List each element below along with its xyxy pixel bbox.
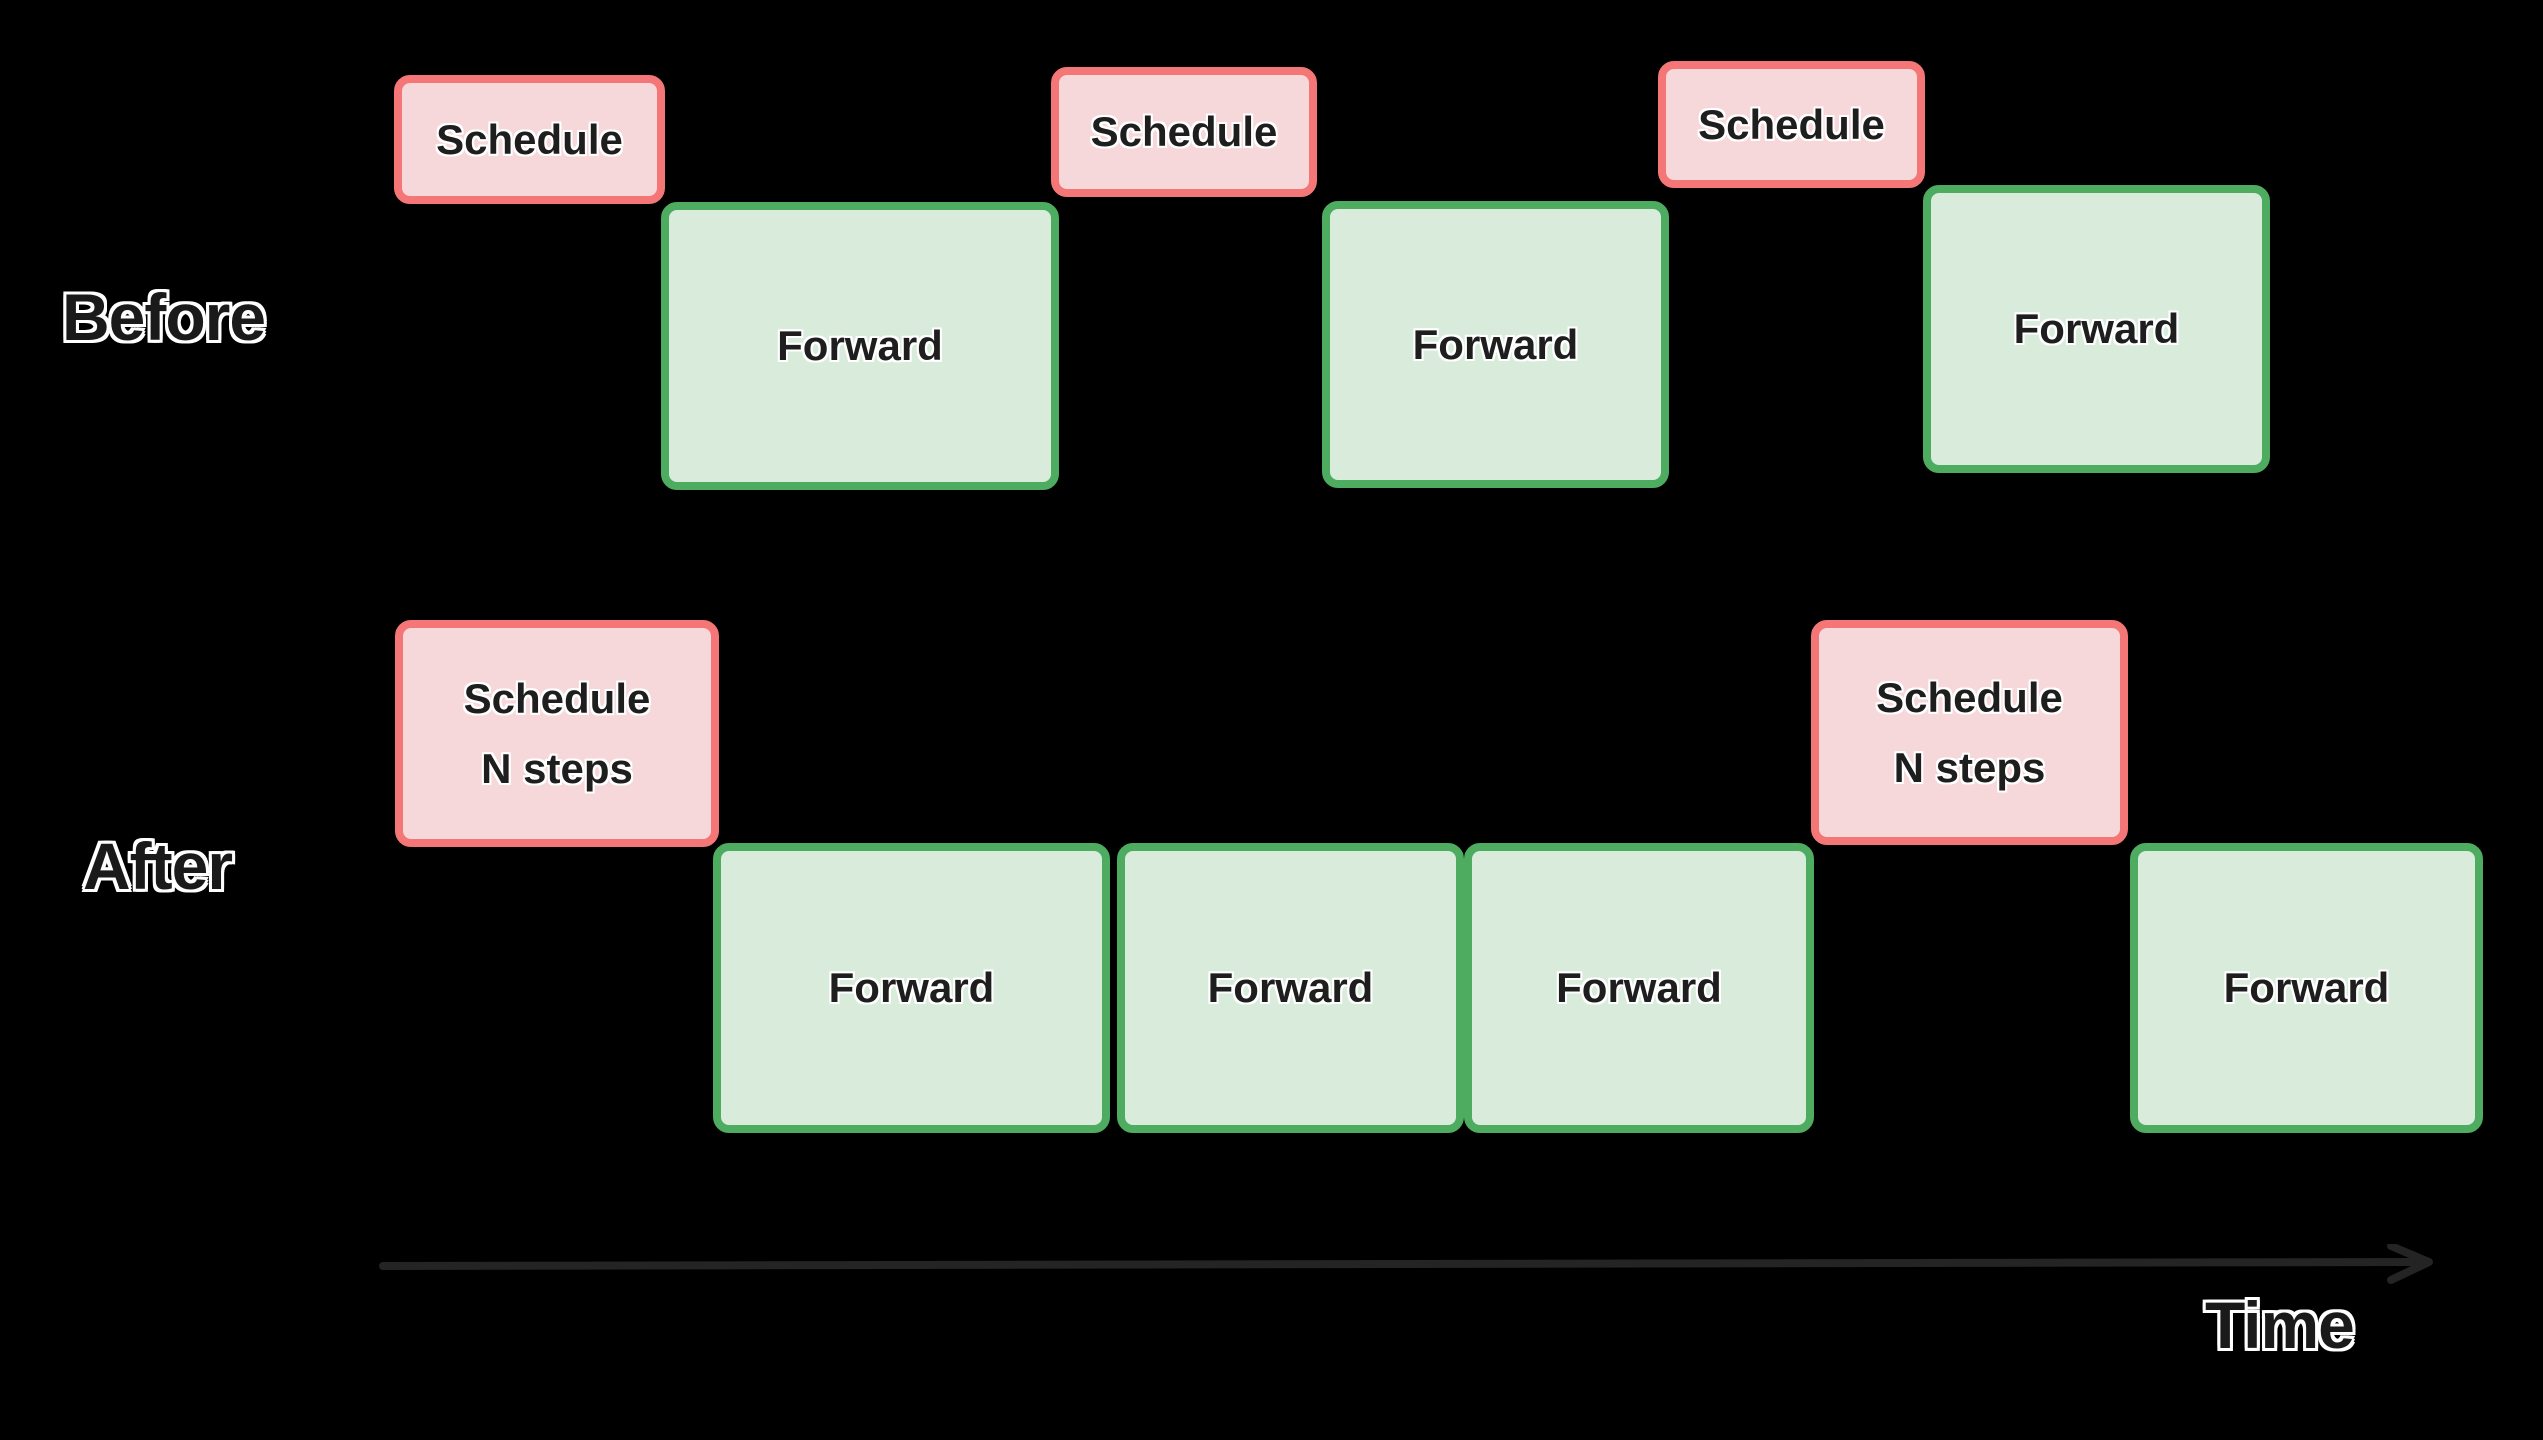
schedule-box-label-line2: N steps bbox=[1893, 743, 2046, 791]
schedule-box-label-line2: N steps bbox=[481, 744, 633, 792]
schedule-box-3: Schedule bbox=[1658, 61, 1925, 188]
forward-box-3: Forward bbox=[1923, 185, 2270, 473]
forward-box-label: Forward bbox=[1207, 964, 1374, 1012]
schedule-box-2: Schedule bbox=[1051, 67, 1317, 197]
forward-box-label: Forward bbox=[777, 322, 943, 370]
time-axis-label: Time bbox=[2205, 1288, 2355, 1362]
forward-box-5: Forward bbox=[1117, 843, 1464, 1133]
forward-box-label: Forward bbox=[828, 964, 995, 1012]
schedule-box-label: Schedule bbox=[1090, 108, 1278, 156]
schedule-box-label: Schedule bbox=[436, 115, 623, 163]
forward-box-label: Forward bbox=[1556, 964, 1722, 1012]
forward-box-label: Forward bbox=[1412, 320, 1579, 368]
forward-box-label: Forward bbox=[2013, 305, 2180, 353]
forward-box-4: Forward bbox=[713, 843, 1110, 1133]
schedule-n-steps-box-1: Schedule N steps bbox=[395, 620, 719, 847]
forward-box-1: Forward bbox=[661, 202, 1059, 490]
forward-box-label: Forward bbox=[2223, 964, 2390, 1012]
schedule-box-label: Schedule bbox=[1698, 100, 1885, 148]
forward-box-6: Forward bbox=[1464, 843, 1814, 1133]
schedule-n-steps-box-2: Schedule N steps bbox=[1811, 620, 2128, 845]
row-label-after: After bbox=[83, 829, 233, 903]
row-label-before: Before bbox=[62, 280, 266, 354]
schedule-box-label-line1: Schedule bbox=[463, 675, 651, 723]
forward-box-2: Forward bbox=[1322, 201, 1669, 488]
time-arrow-icon bbox=[379, 1244, 2433, 1284]
schedule-box-label-line1: Schedule bbox=[1876, 674, 2063, 722]
schedule-box-1: Schedule bbox=[394, 75, 665, 204]
forward-box-7: Forward bbox=[2130, 843, 2483, 1133]
